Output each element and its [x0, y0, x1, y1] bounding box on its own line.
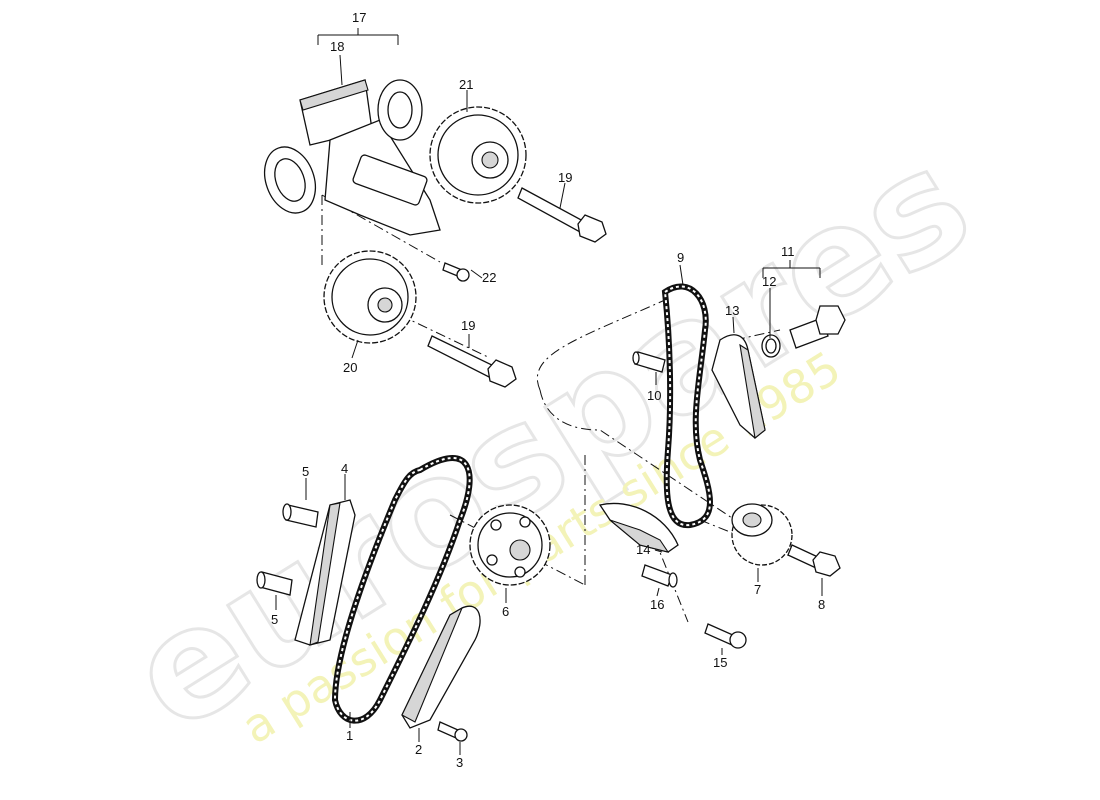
callout-5-lower: 5 [271, 612, 278, 627]
bolt-8 [787, 544, 841, 577]
bracket-11 [762, 260, 821, 278]
camshaft-adjuster-20 [323, 250, 417, 344]
sprocket-7 [731, 503, 793, 566]
timing-chain-1 [331, 455, 473, 724]
callout-5-upper: 5 [302, 464, 309, 479]
callout-1: 1 [346, 728, 353, 743]
callout-11: 11 [781, 244, 795, 259]
callout-21: 21 [459, 77, 473, 92]
guide-pin-5-lower [256, 571, 293, 596]
bolt-3 [437, 721, 468, 742]
sealing-ring-12 [761, 334, 781, 358]
guide-rail-2 [401, 605, 481, 729]
crankshaft-sprocket-6 [469, 504, 551, 586]
callout-9: 9 [677, 250, 684, 265]
bracket-17 [317, 28, 399, 45]
callout-13: 13 [725, 303, 739, 318]
callout-6: 6 [502, 604, 509, 619]
bolt-19-upper [517, 187, 607, 243]
bolt-19-lower [427, 335, 517, 388]
callout-7: 7 [754, 582, 761, 597]
camshaft-adjuster-21 [429, 106, 527, 204]
timing-chain-9 [661, 283, 713, 529]
pin-16 [641, 564, 678, 588]
guide-pin-5-upper [282, 503, 319, 528]
callout-4: 4 [341, 461, 348, 476]
callout-16: 16 [650, 597, 664, 612]
chain-tensioner-11 [789, 305, 846, 349]
callout-3: 3 [456, 755, 463, 770]
tensioner-guide-13 [711, 334, 766, 440]
callout-20: 20 [343, 360, 357, 375]
bolt-15 [704, 623, 747, 649]
bolt-22 [442, 262, 470, 282]
callout-8: 8 [818, 597, 825, 612]
camshaft-adjuster-housing [263, 79, 441, 236]
callout-14: 14 [636, 542, 650, 557]
tensioner-rail-4 [294, 499, 356, 646]
pin-10 [632, 351, 666, 373]
callout-19-upper: 19 [558, 170, 572, 185]
callouts: 17 18 21 19 22 19 20 9 11 12 13 10 5 4 5… [271, 10, 825, 770]
guide-rail-14 [598, 502, 679, 553]
callout-22: 22 [482, 270, 496, 285]
callout-15: 15 [713, 655, 727, 670]
callout-17: 17 [352, 10, 366, 25]
callout-12: 12 [762, 274, 776, 289]
callout-2: 2 [415, 742, 422, 757]
leader-lines [275, 54, 823, 755]
callout-18: 18 [330, 39, 344, 54]
callout-19-lower: 19 [461, 318, 475, 333]
callout-10: 10 [647, 388, 661, 403]
